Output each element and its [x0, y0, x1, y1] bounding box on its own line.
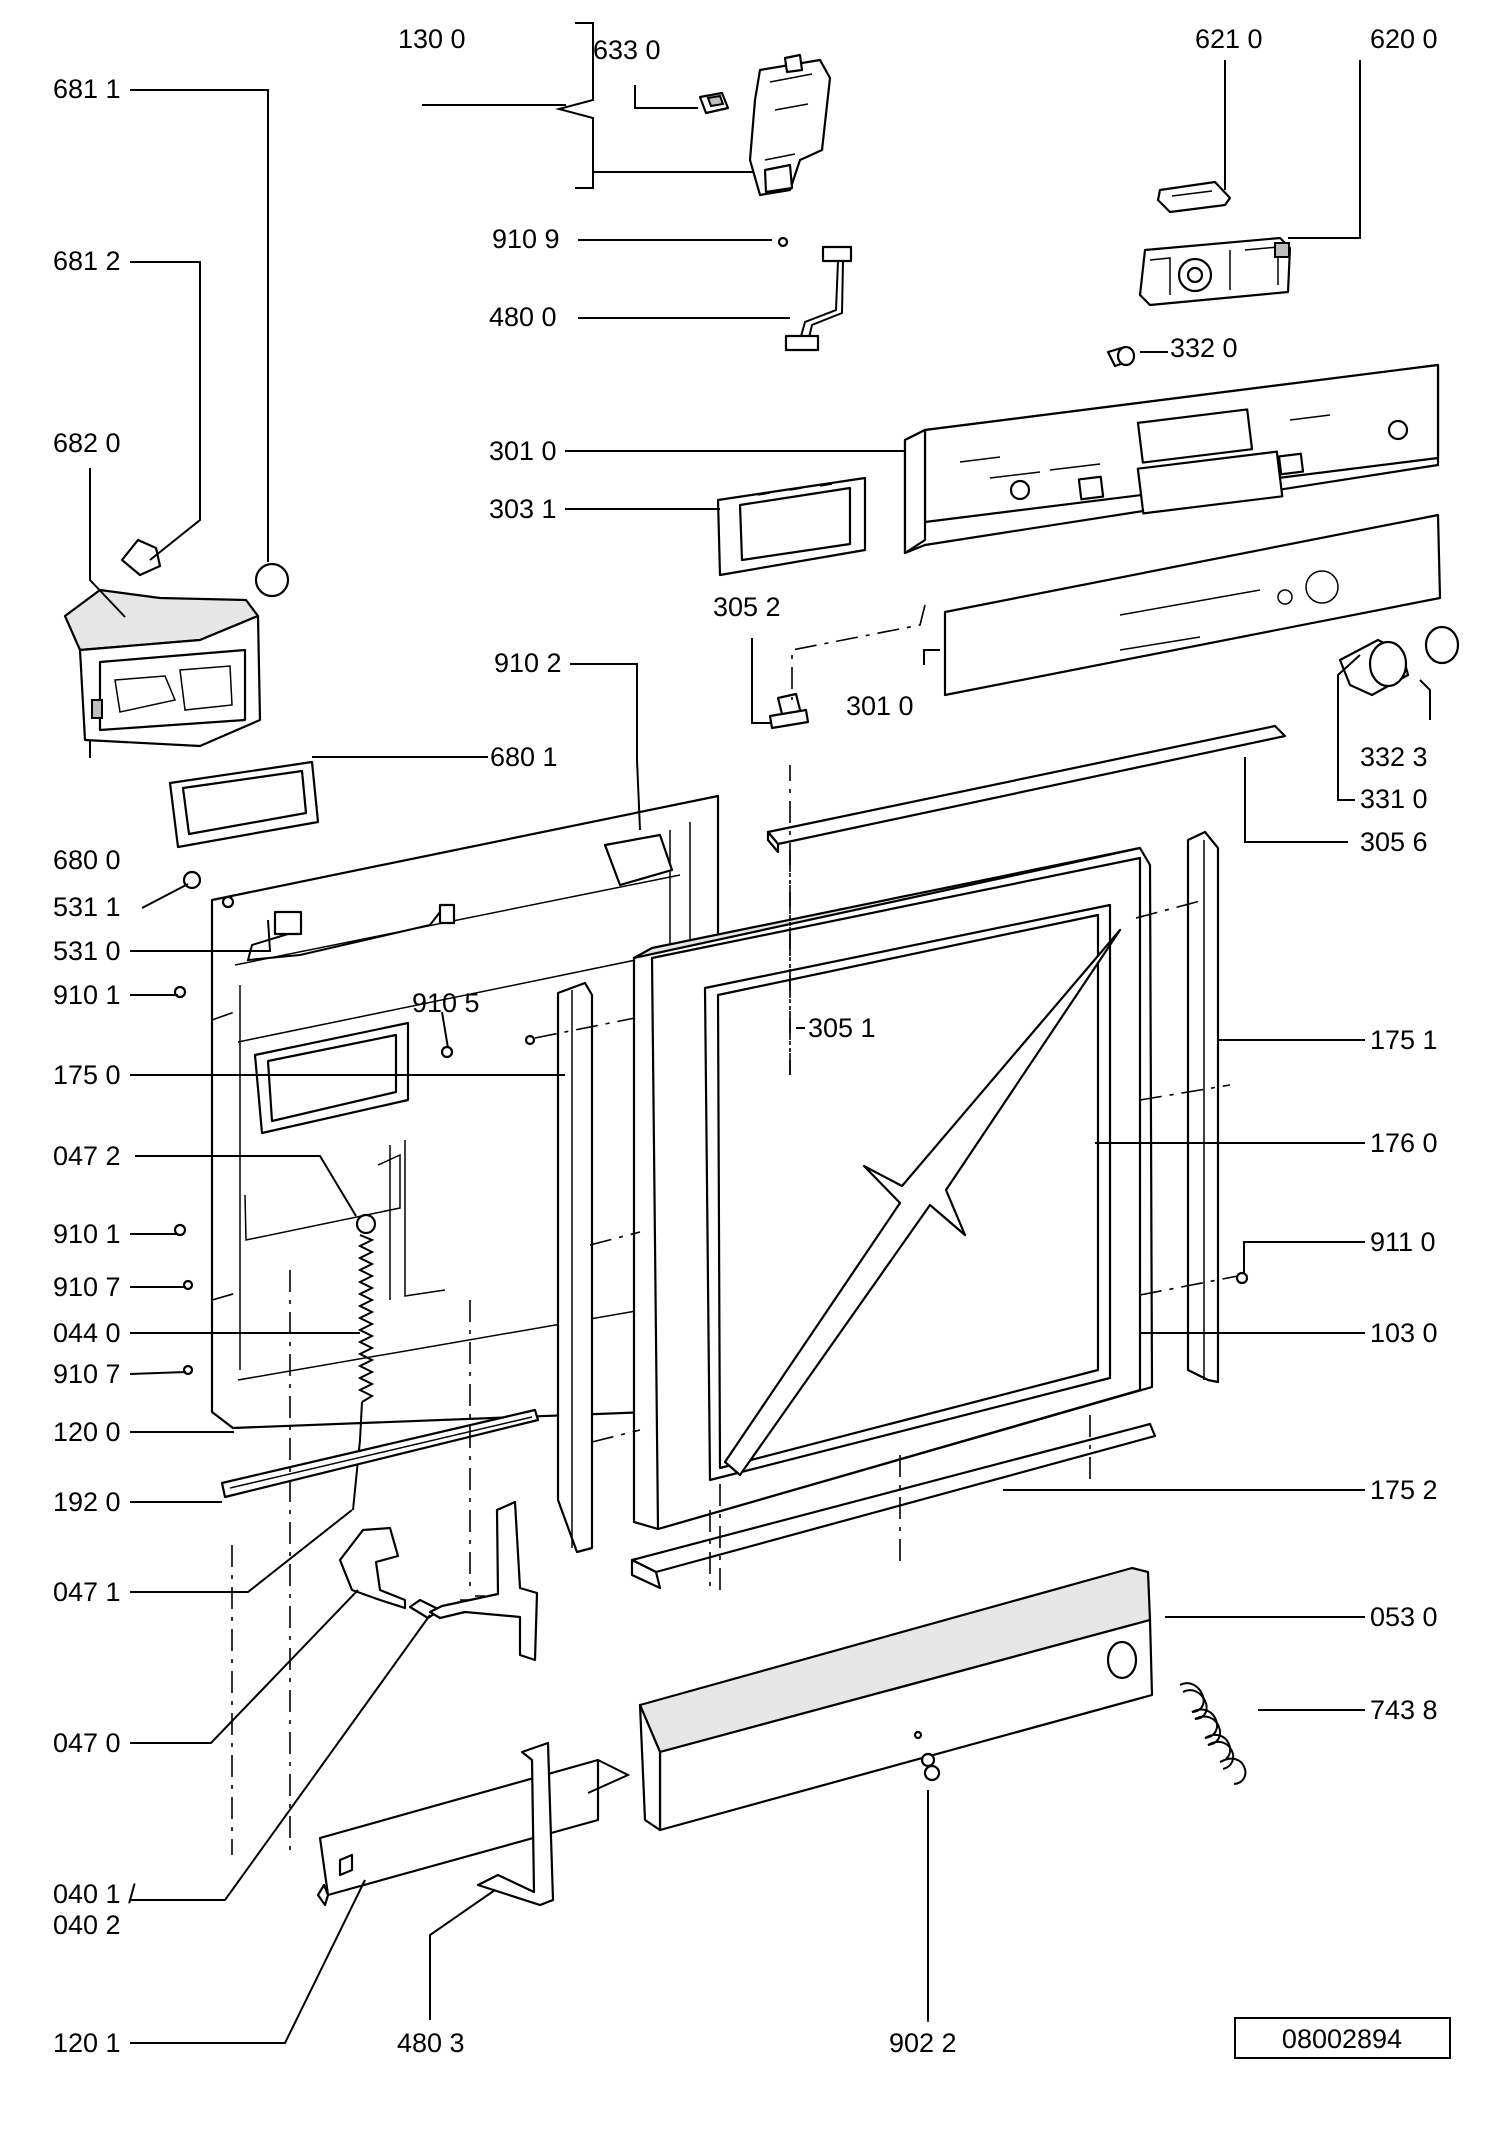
- callout-labels: 130 0 633 0 621 0 620 0 681 1 910 9 681 …: [53, 24, 1438, 2058]
- callout-130-0: 130 0: [398, 24, 466, 54]
- callout-192-0: 192 0: [53, 1487, 121, 1517]
- spring-part-044: [352, 1213, 377, 1511]
- screw-902-2: [920, 1752, 941, 1782]
- callout-175-1: 175 1: [1370, 1025, 1438, 1055]
- callout-305-1: 305 1: [808, 1013, 876, 1043]
- bottom-panel-120-1: [316, 1758, 631, 1907]
- wiring-harness-480: [784, 245, 853, 352]
- drawing-number: 08002894: [1282, 2024, 1402, 2054]
- callout-910-7-b: 910 7: [53, 1359, 121, 1389]
- decor-strip-301: [943, 513, 1442, 697]
- callout-681-1: 681 1: [53, 74, 121, 104]
- callout-044-0: 044 0: [53, 1318, 121, 1348]
- callout-040-1: 040 1 /: [53, 1879, 136, 1909]
- callout-620-0: 620 0: [1370, 24, 1438, 54]
- electronic-module-620: [1138, 236, 1292, 307]
- callout-305-6: 305 6: [1360, 827, 1428, 857]
- screw-175-1: [524, 1034, 536, 1046]
- hinge-lever-047: [338, 1526, 442, 1620]
- knob-part-331: [1338, 638, 1410, 697]
- callout-682-0: 682 0: [53, 428, 121, 458]
- callout-911-0: 911 0: [1370, 1227, 1436, 1257]
- drawing-number-box: 08002894: [1234, 2017, 1451, 2059]
- callout-910-7-a: 910 7: [53, 1272, 121, 1302]
- panel-insert-303: [716, 476, 867, 577]
- callout-175-0: 175 0: [53, 1060, 121, 1090]
- callout-040-2: 040 2: [53, 1910, 121, 1940]
- callout-910-2: 910 2: [494, 648, 562, 678]
- callout-743-8: 743 8: [1370, 1695, 1438, 1725]
- strip-part-192: [220, 1408, 540, 1499]
- spring-part-743: [1179, 1682, 1247, 1785]
- callout-305-2: 305 2: [713, 592, 781, 622]
- gasket-part-680-1: [168, 760, 320, 849]
- dispenser-part-682: [63, 588, 262, 748]
- button-cap-332-3: [1424, 625, 1460, 665]
- callout-120-0: 120 0: [53, 1417, 121, 1447]
- screw-910-5: [440, 1045, 454, 1059]
- callout-910-1-a: 910 1: [53, 980, 121, 1010]
- hinge-arm-480-3: [476, 1741, 555, 1907]
- outer-door-panel-176: [632, 846, 1154, 1531]
- callout-680-0: 680 0: [53, 845, 121, 875]
- control-board-621: [1156, 180, 1232, 214]
- callout-047-2: 047 2: [53, 1141, 121, 1171]
- callout-480-0: 480 0: [489, 302, 557, 332]
- callout-910-5: 910 5: [412, 988, 480, 1018]
- callout-621-0: 621 0: [1195, 24, 1263, 54]
- callout-332-0: 332 0: [1170, 333, 1238, 363]
- callout-120-1: 120 1: [53, 2028, 121, 2058]
- leader-lines: [89, 60, 1431, 2044]
- callout-910-9: 910 9: [492, 224, 560, 254]
- callout-480-3: 480 3: [397, 2028, 465, 2058]
- callout-531-0: 531 0: [53, 936, 121, 966]
- side-strip-175-0: [556, 981, 594, 1554]
- clip-part-305-2: [768, 692, 810, 730]
- callout-303-1: 303 1: [489, 494, 557, 524]
- callout-332-3: 332 3: [1360, 742, 1428, 772]
- side-strip-175-1: [1186, 830, 1220, 1384]
- callout-176-0: 176 0: [1370, 1128, 1438, 1158]
- callout-910-1-b: 910 1: [53, 1219, 121, 1249]
- callout-301-0-b: 301 0: [846, 691, 914, 721]
- callout-175-2: 175 2: [1370, 1475, 1438, 1505]
- callout-301-0-a: 301 0: [489, 436, 557, 466]
- screw-910-9: [777, 236, 789, 248]
- callout-047-1: 047 1: [53, 1577, 121, 1607]
- cap-part-681-1: [254, 562, 290, 598]
- callout-331-0: 331 0: [1360, 784, 1428, 814]
- button-part-332-0: [1106, 345, 1136, 368]
- callout-633-0: 633 0: [593, 35, 661, 65]
- callout-902-2: 902 2: [889, 2028, 957, 2058]
- callout-531-1: 531 1: [53, 892, 121, 922]
- lid-part-681-2: [120, 538, 162, 577]
- hinge-bracket-040: [428, 1500, 539, 1662]
- screw-911-0: [1235, 1271, 1249, 1285]
- profile-strip-305-6: [766, 724, 1287, 854]
- screw-910-1b: [173, 1223, 187, 1237]
- callout-680-1: 680 1: [490, 742, 558, 772]
- callout-681-2: 681 2: [53, 246, 121, 276]
- base-rail-053: [638, 1566, 1154, 1832]
- callout-103-0: 103 0: [1370, 1318, 1438, 1348]
- door-lock-part-130: [748, 53, 832, 197]
- callout-047-0: 047 0: [53, 1728, 121, 1758]
- callout-053-0: 053 0: [1370, 1602, 1438, 1632]
- control-panel-301: [903, 363, 1440, 555]
- bottom-strip-175-2: [630, 1422, 1157, 1590]
- switch-part-633: [698, 91, 730, 115]
